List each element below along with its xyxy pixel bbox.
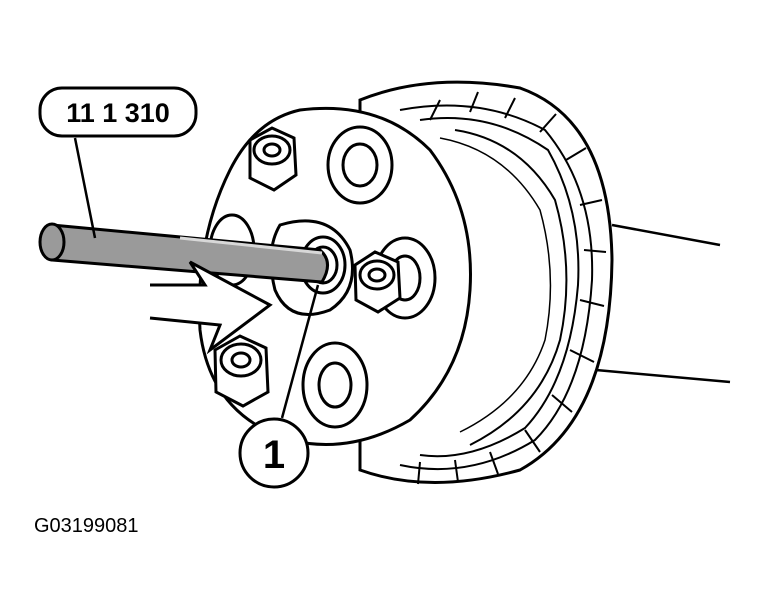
figure-caption: G03199081 bbox=[34, 515, 139, 537]
tool-callout-label: 11 1 310 bbox=[66, 98, 170, 128]
tool-callout: 11 1 310 bbox=[38, 86, 198, 138]
part-callout-label: 1 bbox=[263, 433, 285, 477]
bolt-top-left bbox=[248, 126, 298, 192]
leader-lines bbox=[73, 137, 320, 419]
part-callout: 1 bbox=[238, 417, 310, 489]
bolt-right bbox=[353, 250, 402, 314]
shaft-housing-lines bbox=[595, 223, 731, 384]
bolt-bottom-left bbox=[213, 334, 270, 408]
direction-arrow-icon bbox=[149, 260, 273, 355]
special-tool-rod bbox=[38, 222, 329, 284]
